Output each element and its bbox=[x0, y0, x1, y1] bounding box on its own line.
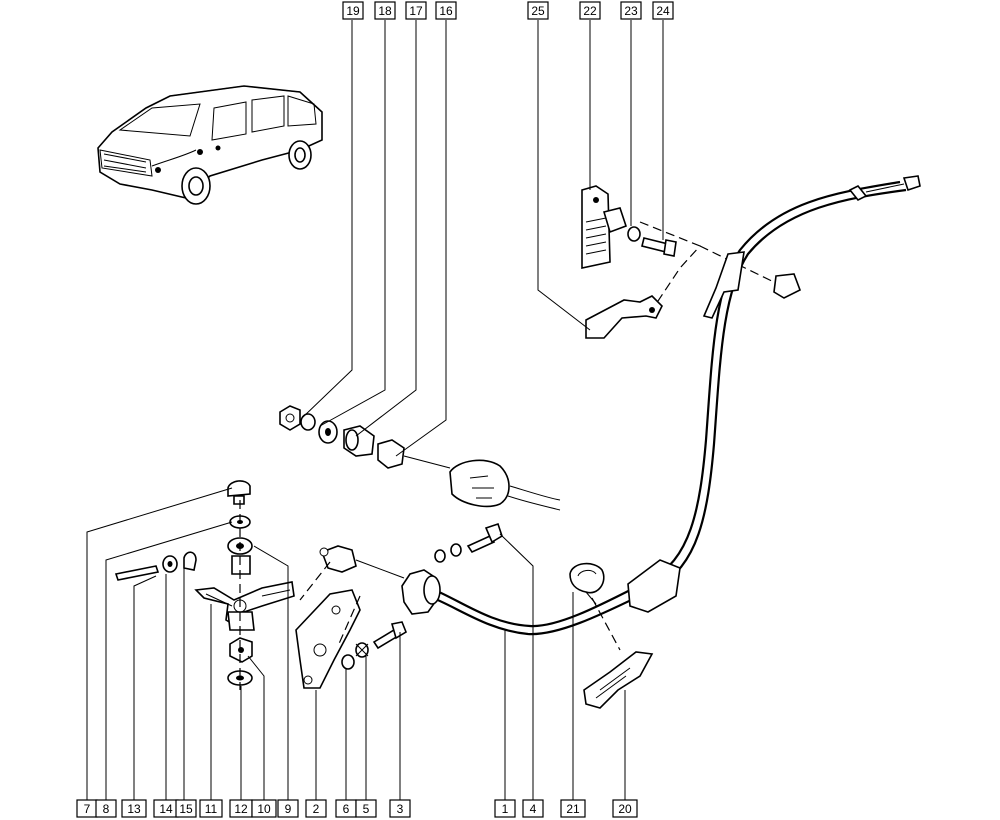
callout-12: 12 bbox=[229, 799, 253, 818]
bushing-17 bbox=[343, 425, 375, 457]
callout-11: 11 bbox=[199, 799, 223, 818]
svg-text:24: 24 bbox=[656, 4, 670, 18]
callout-23: 23 bbox=[620, 1, 642, 20]
svg-text:25: 25 bbox=[531, 4, 545, 18]
callout-25: 25 bbox=[527, 1, 549, 20]
svg-text:15: 15 bbox=[179, 802, 193, 816]
main-cable-1 bbox=[401, 175, 921, 636]
clip-23 bbox=[602, 207, 641, 242]
svg-text:22: 22 bbox=[583, 4, 597, 18]
svg-text:18: 18 bbox=[378, 4, 392, 18]
washer-18b bbox=[318, 420, 338, 444]
assembly-line-21 bbox=[591, 597, 621, 651]
svg-text:12: 12 bbox=[234, 802, 248, 816]
vehicle-illustration bbox=[97, 85, 323, 205]
cable-clip-top bbox=[773, 273, 802, 299]
svg-text:3: 3 bbox=[397, 802, 404, 816]
washer-5 bbox=[355, 642, 369, 658]
svg-text:6: 6 bbox=[343, 802, 350, 816]
callout-1: 1 bbox=[494, 799, 516, 818]
leader-lines bbox=[86, 20, 664, 800]
callout-19: 19 bbox=[342, 1, 364, 20]
washer-18a bbox=[300, 413, 316, 431]
callout-6: 6 bbox=[335, 799, 357, 818]
washer-6 bbox=[341, 654, 355, 670]
bolt-24 bbox=[641, 237, 677, 257]
svg-text:16: 16 bbox=[439, 4, 453, 18]
washer-14 bbox=[162, 555, 178, 573]
svg-text:7: 7 bbox=[84, 802, 91, 816]
svg-text:23: 23 bbox=[624, 4, 638, 18]
assembly-line-24 bbox=[639, 221, 702, 305]
svg-text:9: 9 bbox=[285, 802, 292, 816]
callout-4: 4 bbox=[522, 799, 544, 818]
svg-text:4: 4 bbox=[530, 802, 537, 816]
assembly-line-3 bbox=[337, 595, 361, 647]
svg-text:5: 5 bbox=[363, 802, 370, 816]
svg-text:1: 1 bbox=[502, 802, 509, 816]
yoke-assembly bbox=[449, 459, 561, 511]
callout-24: 24 bbox=[652, 1, 674, 20]
svg-text:2: 2 bbox=[313, 802, 320, 816]
callout-8: 8 bbox=[95, 799, 117, 818]
svg-text:14: 14 bbox=[159, 802, 173, 816]
svg-text:11: 11 bbox=[205, 802, 218, 816]
callout-14: 14 bbox=[153, 799, 179, 818]
svg-text:20: 20 bbox=[618, 802, 632, 816]
svg-text:19: 19 bbox=[346, 4, 360, 18]
svg-text:17: 17 bbox=[409, 4, 423, 18]
bolt-3 bbox=[372, 621, 407, 650]
svg-text:21: 21 bbox=[566, 802, 580, 816]
callout-5: 5 bbox=[355, 799, 377, 818]
callout-9: 9 bbox=[277, 799, 299, 818]
clip-21 bbox=[569, 562, 605, 605]
callout-22: 22 bbox=[579, 1, 601, 20]
end-fitting bbox=[319, 545, 405, 579]
callout-18: 18 bbox=[374, 1, 396, 20]
svg-text:13: 13 bbox=[127, 802, 141, 816]
svg-text:8: 8 bbox=[103, 802, 110, 816]
callout-17: 17 bbox=[405, 1, 427, 20]
bracket-2 bbox=[295, 589, 361, 689]
callout-7: 7 bbox=[76, 799, 98, 818]
assembly-line-2 bbox=[299, 561, 331, 601]
lever-11 bbox=[194, 581, 295, 631]
callout-20: 20 bbox=[612, 799, 638, 818]
bracket-25 bbox=[585, 295, 663, 339]
nut-10 bbox=[229, 637, 253, 663]
bushing-16 bbox=[377, 439, 451, 469]
clip-15 bbox=[183, 551, 197, 571]
callout-2: 2 bbox=[305, 799, 327, 818]
svg-text:10: 10 bbox=[257, 802, 271, 816]
callout-3: 3 bbox=[389, 799, 411, 818]
pin-13 bbox=[114, 565, 160, 581]
callout-21: 21 bbox=[560, 799, 586, 818]
callout-15: 15 bbox=[175, 799, 197, 818]
callout-10: 10 bbox=[251, 799, 277, 818]
nut-19 bbox=[279, 405, 301, 431]
callout-16: 16 bbox=[435, 1, 457, 20]
bracket-22 bbox=[581, 185, 611, 269]
clip-20 bbox=[583, 651, 654, 709]
bolt-7 bbox=[227, 480, 251, 505]
callout-13: 13 bbox=[121, 799, 147, 818]
bolt-4 bbox=[434, 522, 503, 563]
